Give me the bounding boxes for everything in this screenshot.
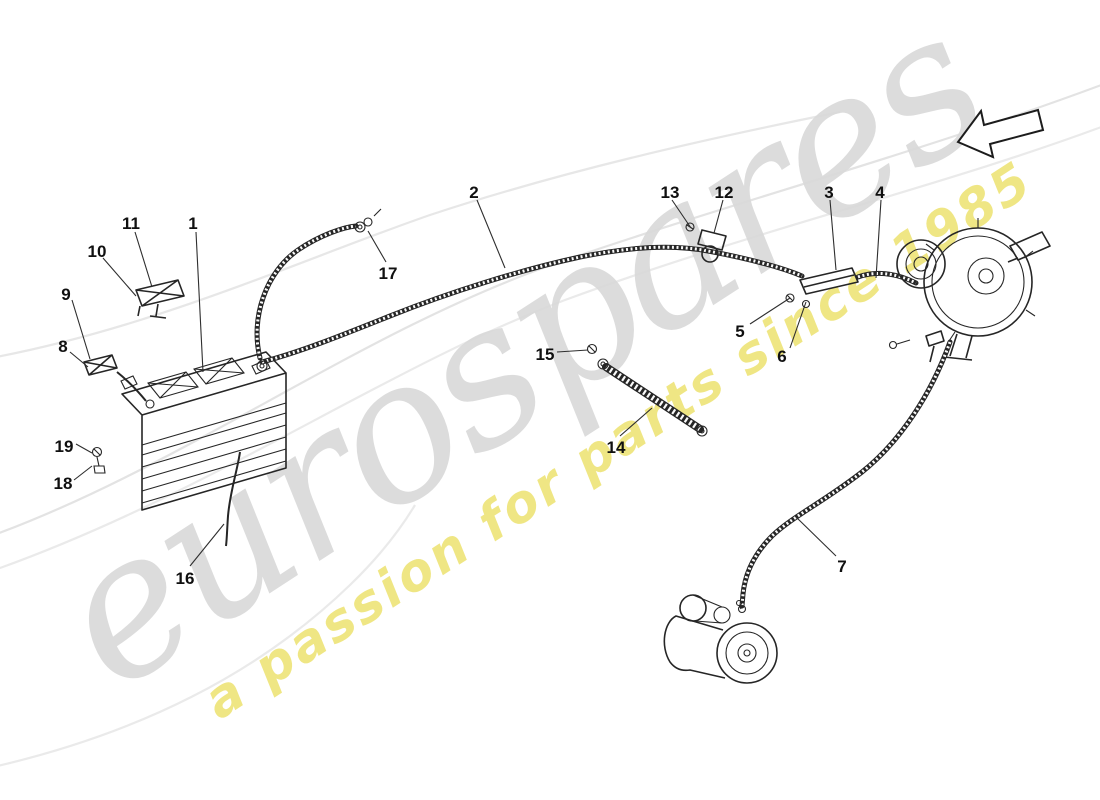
strap-eyelet-top-hole [600, 361, 606, 367]
ground-lead [116, 371, 147, 402]
clamp-ring [701, 245, 719, 263]
alternator-bracket [925, 330, 945, 363]
cable-7-braid [740, 341, 952, 607]
battery-outline [121, 351, 287, 511]
callout-6: 6 [777, 347, 786, 366]
bolt-19 [91, 446, 103, 467]
starter-solenoid-end [713, 606, 731, 624]
alternator-pulley [896, 239, 946, 289]
callout-14: 14 [607, 438, 626, 457]
ground-lead-connector [120, 375, 138, 390]
battery-stripes [141, 402, 287, 504]
callout-7: 7 [837, 557, 846, 576]
terminal-clamp [251, 359, 271, 375]
ground-bracket [83, 354, 147, 402]
cable-2-run [259, 244, 805, 365]
strap-eyelet-top [597, 358, 609, 370]
starter-end-cap [716, 622, 778, 684]
bracket-9 [83, 354, 118, 376]
strap-eyelet-bottom [696, 425, 708, 437]
callout-5: 5 [735, 322, 744, 341]
starter-motor [663, 594, 778, 684]
alternator-body-inner [931, 235, 1025, 329]
callout-4: 4 [875, 183, 885, 202]
starter-end-cap-inner [725, 631, 769, 675]
battery-negative-lug [145, 399, 155, 409]
nut-18 [93, 465, 106, 474]
alternator-hub [967, 257, 1005, 295]
strap-14-braid [604, 364, 702, 432]
cable-2-tail-braid [857, 271, 917, 285]
alternator-pulley-shaft [913, 256, 929, 272]
callout-12: 12 [715, 183, 734, 202]
callout-17: 17 [379, 264, 398, 283]
vent-hose-16 [225, 451, 241, 547]
ring-terminal-eyelet [354, 221, 366, 233]
technical-drawing [83, 208, 1051, 684]
callout-19: 19 [55, 437, 74, 456]
starter-body [663, 615, 726, 679]
callout-3: 3 [824, 183, 833, 202]
hold-down-plate [135, 279, 185, 319]
alternator-mount-legs [943, 333, 973, 361]
starter-end-cap-hub [737, 643, 757, 663]
plate-11 [135, 279, 185, 319]
callout-leader-lines [69, 199, 882, 567]
direction-arrow-icon [956, 108, 1045, 159]
callout-15: 15 [536, 345, 555, 364]
alternator-hub-center [978, 268, 994, 284]
alternator-fins [925, 218, 1036, 342]
ground-strap [586, 343, 708, 437]
ring-terminal-hole [357, 224, 363, 230]
swoosh-curve [0, 126, 1100, 570]
starter-cable [737, 339, 953, 614]
callout-10: 10 [88, 242, 107, 261]
alternator-pulley-groove [905, 248, 937, 280]
callout-11: 11 [122, 214, 140, 233]
callout-16: 16 [176, 569, 195, 588]
starter-terminal-stud [735, 599, 743, 607]
battery-caps [147, 357, 245, 399]
callout-2: 2 [469, 183, 478, 202]
callout-1: 1 [188, 214, 197, 233]
strap-eyelet-bottom-hole [699, 428, 705, 434]
starter-end-cap-center [743, 649, 751, 657]
screw-6 [801, 299, 811, 309]
callout-9: 9 [61, 285, 70, 304]
callout-13: 13 [661, 183, 680, 202]
watermark-brand: eurospares [16, 0, 1021, 733]
alternator-top-tab [1007, 231, 1051, 263]
swoosh-curve [0, 504, 416, 767]
screw-17 [363, 208, 382, 227]
cable-loop-lead-braid [255, 224, 357, 359]
bolt-and-nut [91, 446, 106, 474]
battery-positive-terminal-post [259, 363, 265, 369]
callout-8: 8 [58, 337, 67, 356]
part-callouts: 1 2 3 4 5 6 7 8 9 10 11 12 13 14 15 16 1… [54, 183, 886, 588]
cable-7-terminal [737, 604, 747, 614]
screw-15 [586, 343, 598, 355]
swoosh-curve [0, 110, 841, 358]
clamp-bracket [697, 229, 727, 251]
alternator [888, 218, 1051, 363]
positive-cable [251, 208, 919, 375]
callout-18: 18 [54, 474, 73, 493]
alternator-bracket-screw [888, 339, 911, 350]
connector-body [799, 267, 859, 295]
